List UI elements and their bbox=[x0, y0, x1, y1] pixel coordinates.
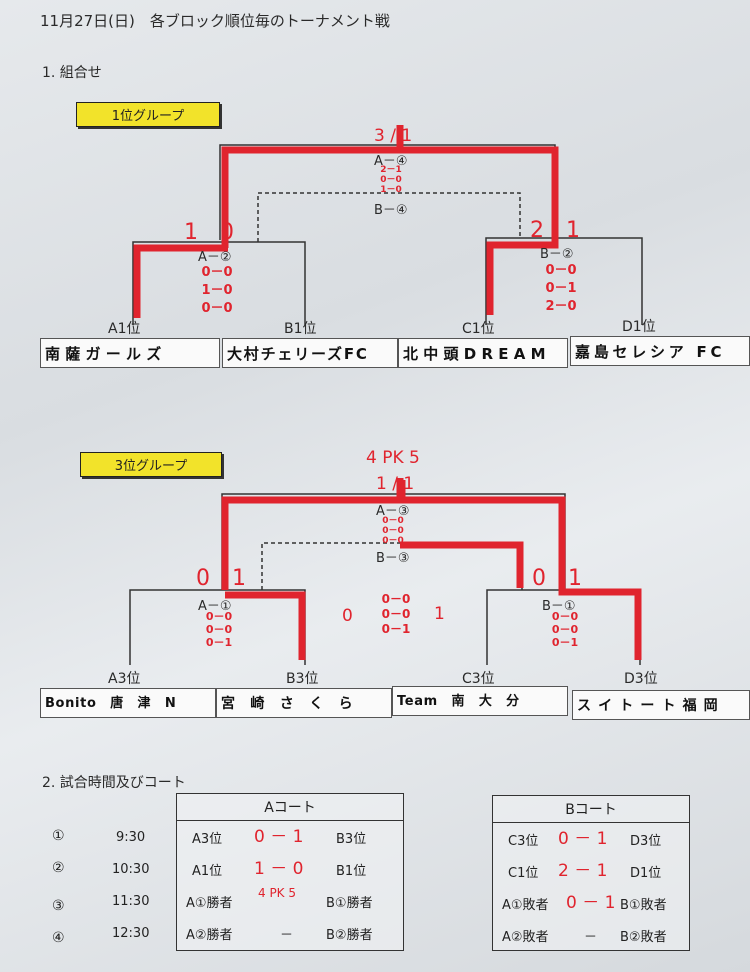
court-a-row2-left: A1位 bbox=[192, 864, 223, 879]
g1-semi-right-label: B－② bbox=[540, 247, 574, 262]
slot-no-2: ② bbox=[52, 860, 65, 876]
g1-red-left-path bbox=[133, 244, 228, 318]
slot-no-3: ③ bbox=[52, 898, 65, 914]
court-a-row2-score: 1 － 0 bbox=[254, 859, 304, 879]
slot-time-1: 9:30 bbox=[116, 830, 146, 845]
slot-no-4: ④ bbox=[52, 930, 65, 946]
g1-red-right-path bbox=[403, 146, 559, 315]
g3-slot-d3: D3位 bbox=[624, 671, 658, 687]
court-a-header: Aコート bbox=[177, 794, 403, 821]
slot-no-1: ① bbox=[52, 828, 65, 844]
g3-left-detail: 0－0 0－0 0－1 bbox=[205, 610, 233, 649]
court-b-row2-score: 2 － 1 bbox=[558, 861, 608, 881]
court-b-row4-left: A②敗者 bbox=[502, 930, 549, 945]
court-a-row4-left: A②勝者 bbox=[186, 928, 233, 943]
g1-slot-c1: C1位 bbox=[462, 321, 495, 337]
slot-time-3: 11:30 bbox=[112, 894, 150, 909]
g3-middle-right: 1 bbox=[434, 604, 445, 624]
court-b-table: Bコート bbox=[492, 795, 690, 951]
court-b-row3-left: A①敗者 bbox=[502, 898, 549, 913]
g3-slot-c3: C3位 bbox=[462, 671, 495, 687]
court-b-row1-right: D3位 bbox=[630, 834, 662, 849]
court-a-row3-left: A①勝者 bbox=[186, 896, 233, 911]
g3-final-label: B－③ bbox=[376, 551, 410, 566]
g3-upper-label: A－③ bbox=[376, 504, 410, 519]
group-label-1st: 1位グループ bbox=[76, 102, 220, 127]
court-b-row3-score: 0 － 1 bbox=[566, 893, 616, 913]
g1-final-label: A－④ bbox=[374, 154, 408, 169]
g1-final-score: 3 / 1 bbox=[374, 126, 413, 146]
g1-right-detail: 0－0 0－1 2－0 bbox=[545, 263, 577, 314]
g3-team-d3: ス イ ト ー ト 福 岡 bbox=[572, 690, 750, 720]
g1-right-semi-line bbox=[485, 237, 643, 325]
court-a-row3-score: 4 PK 5 bbox=[258, 886, 297, 900]
g3-red-third bbox=[400, 541, 524, 588]
g1-slot-b1: B1位 bbox=[284, 321, 317, 337]
g1-right-semi-score: 2 1 bbox=[530, 218, 580, 243]
slot-time-2: 10:30 bbox=[112, 862, 150, 877]
g1-third-place-line bbox=[257, 192, 521, 242]
g1-red-final-path bbox=[221, 125, 404, 248]
g3-middle-left: 0 bbox=[342, 606, 353, 626]
g3-red-left-top bbox=[221, 478, 404, 590]
g3-right-detail: 0－0 0－0 0－1 bbox=[551, 610, 579, 649]
court-a-row1-right: B3位 bbox=[336, 832, 367, 847]
section-heading-matchups: 1. 組合せ bbox=[42, 65, 102, 81]
g3-team-a3: Bonito 唐 津 N bbox=[40, 688, 216, 718]
court-a-table: Aコート bbox=[176, 793, 404, 951]
g3-red-left-semi bbox=[225, 591, 306, 660]
g1-third-label: B－④ bbox=[374, 203, 408, 218]
g1-team-c1: 北中頭DREAM bbox=[398, 338, 568, 368]
g1-left-semi-score: 1 0 bbox=[184, 220, 234, 245]
court-b-row4-right: B②敗者 bbox=[620, 930, 667, 945]
g3-team-b3: 宮 崎 さ く ら bbox=[216, 688, 392, 718]
section-heading-schedule: 2. 試合時間及びコート bbox=[42, 775, 186, 791]
g3-left-semi-score: 0 1 bbox=[196, 566, 246, 591]
court-b-row3-right: B①敗者 bbox=[620, 898, 667, 913]
g3-right-semi-score: 0 1 bbox=[532, 566, 582, 591]
g3-final-detail: 0－0 0－0 0－0 bbox=[382, 516, 404, 546]
g3-slot-b3: B3位 bbox=[286, 671, 319, 687]
g3-semi-right-label: B－① bbox=[542, 599, 576, 614]
g1-team-a1: 南薩ガールズ bbox=[40, 338, 220, 368]
g3-slot-a3: A3位 bbox=[108, 671, 141, 687]
court-b-header: Bコート bbox=[493, 796, 689, 823]
g1-semi-left-label: A－② bbox=[198, 250, 232, 265]
g3-final-score: 1 / 1 bbox=[376, 474, 415, 494]
slot-time-4: 12:30 bbox=[112, 926, 150, 941]
court-a-row3-right: B①勝者 bbox=[326, 896, 373, 911]
court-b-row4-score: － bbox=[584, 930, 598, 945]
g1-team-b1: 大村チェリーズFC bbox=[222, 338, 398, 368]
g3-semi-left-label: A－① bbox=[198, 599, 232, 614]
court-b-row1-left: C3位 bbox=[508, 834, 539, 849]
g1-slot-a1: A1位 bbox=[108, 321, 141, 337]
g1-slot-d1: D1位 bbox=[622, 319, 656, 335]
court-a-row2-right: B1位 bbox=[336, 864, 367, 879]
g1-final-detail: 2－1 0－0 1－0 bbox=[380, 165, 402, 195]
group-label-3rd: 3位グループ bbox=[80, 452, 222, 477]
court-b-row2-left: C1位 bbox=[508, 866, 539, 881]
court-a-row1-score: 0 － 1 bbox=[254, 827, 304, 847]
g3-middle-detail: 0－0 0－0 0－1 bbox=[381, 592, 411, 636]
g3-pk-score: 4 PK 5 bbox=[366, 448, 420, 468]
page-title: 11月27日(日) 各ブロック順位毎のトーナメント戦 bbox=[40, 12, 390, 30]
g3-team-c3: Team 南 大 分 bbox=[392, 686, 568, 716]
court-b-row1-score: 0 － 1 bbox=[558, 829, 608, 849]
court-a-row4-right: B②勝者 bbox=[326, 928, 373, 943]
g3-red-right-path bbox=[398, 480, 642, 660]
g1-left-detail: 0－0 1－0 0－0 bbox=[201, 265, 233, 316]
court-b-row2-right: D1位 bbox=[630, 866, 662, 881]
court-a-row1-left: A3位 bbox=[192, 832, 223, 847]
g1-left-semi-line bbox=[132, 241, 306, 325]
g1-team-d1: 嘉島セレシア FC bbox=[570, 336, 750, 366]
court-a-row4-score: － bbox=[280, 928, 294, 943]
